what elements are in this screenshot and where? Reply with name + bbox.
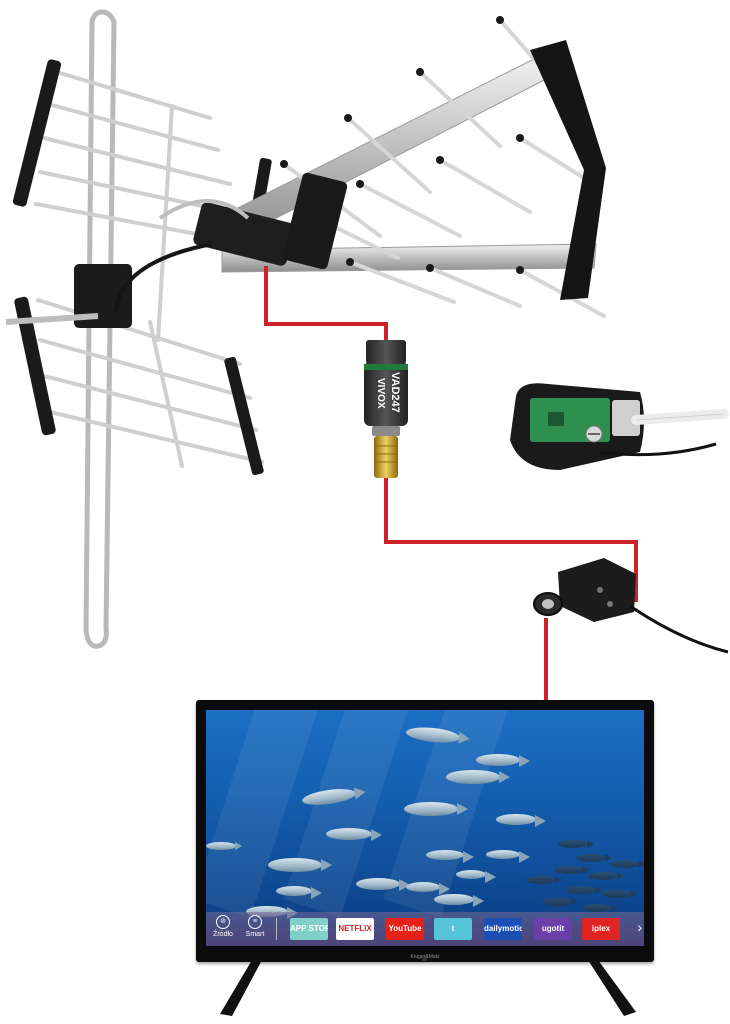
antenna-hub xyxy=(193,202,295,266)
cable-amplifier-to-splitter xyxy=(384,476,638,602)
fish xyxy=(446,770,510,784)
tv-brand-logo: Kruger&Matz xyxy=(410,954,440,960)
power-lead-black xyxy=(599,442,717,457)
fish xyxy=(496,814,546,827)
plug-cable xyxy=(629,604,729,654)
app-tile-app-store[interactable]: APP STORE xyxy=(290,918,328,940)
fish xyxy=(582,904,618,912)
antenna-internal-cable xyxy=(114,242,213,313)
fish xyxy=(456,870,496,883)
app-tile-youtube[interactable]: YouTube xyxy=(386,918,424,940)
app-tile-twitter[interactable]: t xyxy=(434,918,472,940)
fish xyxy=(588,872,624,880)
antenna-end-clamp xyxy=(530,40,606,300)
amplifier-body xyxy=(364,362,408,426)
amplifier-label-model: VAD247 xyxy=(389,372,401,413)
menu-item-label: Źródło xyxy=(213,931,233,938)
fish xyxy=(610,860,644,868)
tv-antenna xyxy=(5,9,606,649)
cable-antenna-to-amplifier xyxy=(264,266,388,346)
terminal-clamp-metal xyxy=(612,400,640,436)
app-tile-iplex[interactable]: iplex xyxy=(582,918,620,940)
amplifier-label-brand: VIVOX xyxy=(375,378,386,409)
app-tile-ugotit[interactable]: ugotit xyxy=(534,918,572,940)
fish xyxy=(526,876,562,884)
antenna-lower-clamp-left xyxy=(14,296,56,436)
antenna-loop-arc xyxy=(158,199,250,220)
app-tile-dailymotion[interactable]: dailymotion xyxy=(484,918,522,940)
source-icon: ⊘ xyxy=(216,915,230,929)
antenna-dipole-loop xyxy=(83,9,117,649)
fish xyxy=(576,854,612,862)
amplifier-bottom-nut xyxy=(372,426,400,436)
fish xyxy=(434,894,484,907)
fish xyxy=(602,890,638,898)
terminal-box-inset xyxy=(510,383,729,470)
antenna-hub-plate xyxy=(282,172,348,270)
antenna-reflector-clamp-left xyxy=(12,59,62,207)
amplifier-green-band xyxy=(364,364,408,370)
fish xyxy=(206,842,242,850)
fish xyxy=(476,754,530,767)
television: ⊘ Źródło ≡ Smart APP STORE NETFLIX YouTu… xyxy=(196,700,654,962)
antenna-reflector-lower xyxy=(36,298,264,468)
fish xyxy=(404,802,468,816)
amplifier-f-connector xyxy=(374,436,398,478)
menu-item-smart[interactable]: ≡ Smart xyxy=(242,915,268,938)
menu-item-label: Smart xyxy=(245,931,265,938)
antenna-lower-clamp-right xyxy=(224,356,264,476)
smart-icon: ≡ xyxy=(248,915,262,929)
fish xyxy=(566,886,602,894)
fish xyxy=(426,850,474,863)
smart-tv-menu-bar: ⊘ Źródło ≡ Smart APP STORE NETFLIX YouTu… xyxy=(206,912,644,946)
fish xyxy=(554,866,590,874)
inline-amplifier: VAD247 VIVOX xyxy=(364,340,408,478)
app-tile-netflix[interactable]: NETFLIX xyxy=(336,918,374,940)
menu-divider xyxy=(276,918,277,940)
fish xyxy=(542,898,578,906)
amplifier-top-nut xyxy=(366,340,406,364)
tv-power-indicator xyxy=(422,958,427,961)
terminal-board-chip xyxy=(548,412,564,426)
fish xyxy=(558,840,594,848)
signal-cable xyxy=(264,266,638,702)
iec-antenna-plug xyxy=(533,558,729,654)
fish xyxy=(406,882,450,895)
tv-screen: ⊘ Źródło ≡ Smart APP STORE NETFLIX YouTu… xyxy=(206,710,644,946)
chevron-right-icon[interactable]: › xyxy=(637,919,642,935)
fish xyxy=(326,828,382,841)
antenna-reflector-upper xyxy=(34,68,252,342)
plug-pin xyxy=(542,599,554,609)
fish xyxy=(486,850,530,863)
menu-item-source[interactable]: ⊘ Źródło xyxy=(210,915,236,938)
antenna-mast-bolt xyxy=(5,313,99,325)
fish xyxy=(268,858,332,872)
fish xyxy=(276,886,322,899)
fish xyxy=(356,878,410,891)
